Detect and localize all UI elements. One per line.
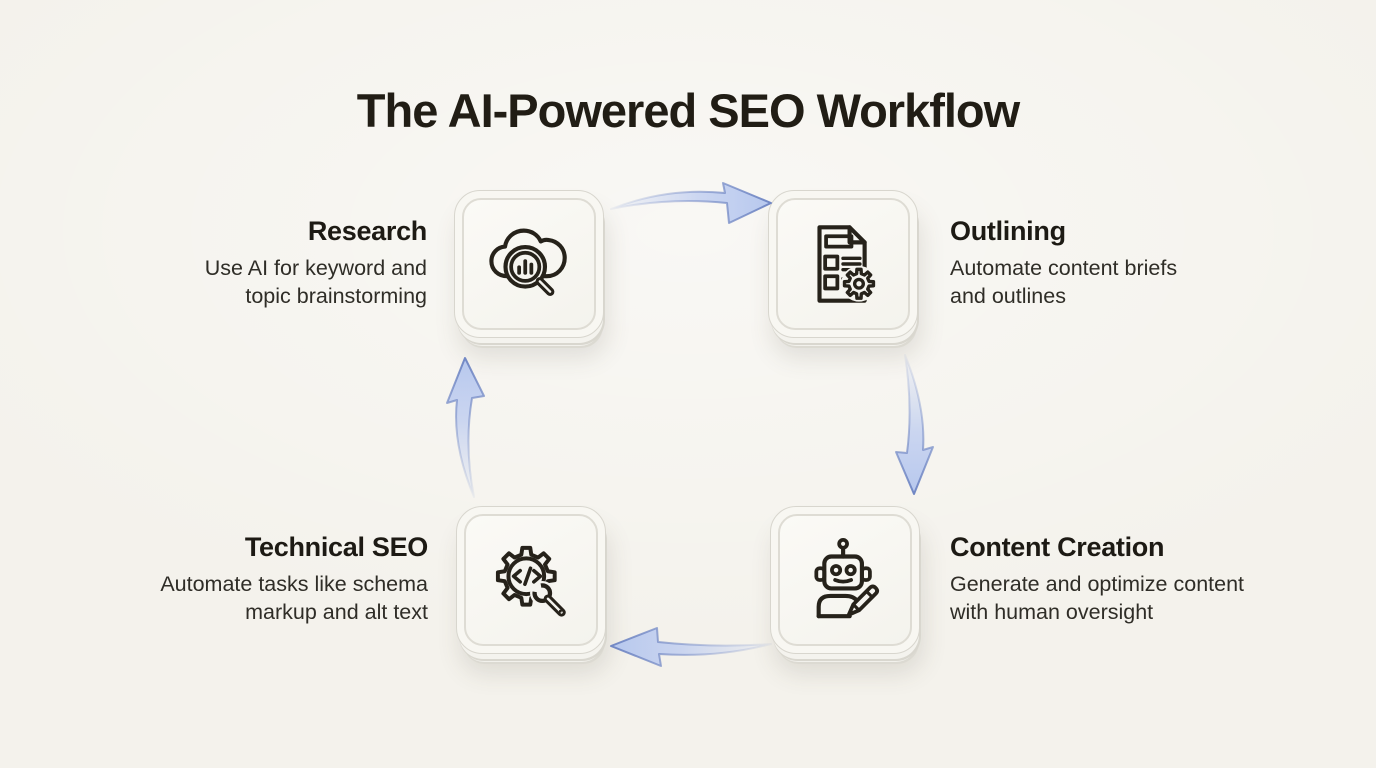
arrow-technical-seo-to-research: [444, 354, 488, 500]
step-research-description: Use AI for keyword and topic brainstormi…: [204, 256, 427, 308]
step-outlining-description: Automate content briefs and outlines: [950, 256, 1178, 308]
step-outlining-card-panel: [776, 198, 910, 330]
step-content-creation-card-panel: [778, 514, 912, 646]
step-research-card: [454, 190, 604, 338]
step-content-creation-title: Content Creation: [950, 532, 1165, 562]
step-technical-seo-text: Technical SEO Automate tasks like schema…: [98, 532, 428, 626]
step-research-title: Research: [307, 216, 427, 246]
step-outlining-title: Outlining: [950, 216, 1066, 246]
arrow-outlining-to-content-creation: [893, 352, 937, 498]
arrow-research-to-outlining: [607, 179, 775, 227]
step-technical-seo-title: Technical SEO: [244, 532, 428, 562]
step-content-creation-description: Generate and optimize content with human…: [950, 572, 1245, 624]
step-technical-seo-card: [456, 506, 606, 654]
step-outlining-card: [768, 190, 918, 338]
step-technical-seo-description: Automate tasks like schema markup and al…: [160, 572, 428, 624]
step-content-creation-card: [770, 506, 920, 654]
document-gear-icon: [817, 225, 877, 303]
step-research-text: Research Use AI for keyword and topic br…: [117, 216, 428, 310]
gear-wrench-icon: [495, 545, 566, 617]
robot-pencil-icon: [814, 537, 879, 619]
page-title: The AI-Powered SEO Workflow: [356, 84, 1020, 137]
step-research-card-panel: [462, 198, 596, 330]
step-outlining-text: Outlining Automate content briefs and ou…: [950, 216, 1270, 310]
cloud-search-icon: [489, 228, 567, 296]
arrow-content-creation-to-technical-seo: [607, 624, 775, 670]
step-content-creation-text: Content Creation Generate and optimize c…: [950, 532, 1295, 626]
step-technical-seo-card-panel: [464, 514, 598, 646]
